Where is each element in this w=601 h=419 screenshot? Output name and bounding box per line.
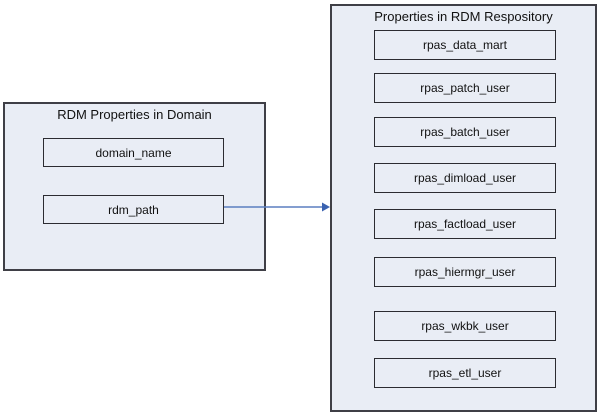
box-rpas-batch-user: rpas_batch_user [374, 117, 556, 147]
box-rpas-data-mart: rpas_data_mart [374, 30, 556, 60]
box-domain-name: domain_name [43, 138, 224, 167]
left-panel: RDM Properties in Domain [3, 102, 266, 271]
right-panel-title: Properties in RDM Respository [374, 9, 553, 24]
box-rpas-etl-user: rpas_etl_user [374, 358, 556, 388]
box-rpas-patch-user: rpas_patch_user [374, 73, 556, 103]
box-rpas-wkbk-user: rpas_wkbk_user [374, 311, 556, 341]
left-panel-title: RDM Properties in Domain [57, 107, 212, 122]
box-rpas-hiermgr-user: rpas_hiermgr_user [374, 257, 556, 287]
box-rdm-path: rdm_path [43, 195, 224, 224]
connector-arrow [224, 202, 330, 212]
right-panel: Properties in RDM Respository [330, 4, 597, 412]
box-rpas-factload-user: rpas_factload_user [374, 209, 556, 239]
box-rpas-dimload-user: rpas_dimload_user [374, 163, 556, 193]
